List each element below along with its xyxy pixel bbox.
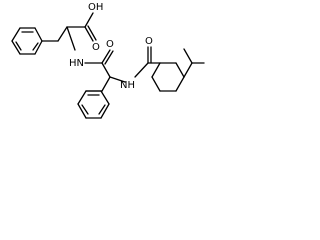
top-benzene-ring [11,27,43,55]
acid-carbonyl-oxygen-label: O [92,42,100,53]
hydroxyl-label: OH [88,2,103,13]
cyclohexane-ring [151,62,185,92]
amide-carbonyl-oxygen-label-2: O [145,36,153,47]
amide-nh-label-2: NH [120,80,135,91]
amide-carbonyl-oxygen-label-1: O [106,39,114,50]
amide-nh-label-1: HN [69,58,84,69]
bottom-benzene-ring [77,90,110,119]
bonds [11,12,205,119]
chemical-structure: OH O HN O NH O [11,2,205,119]
